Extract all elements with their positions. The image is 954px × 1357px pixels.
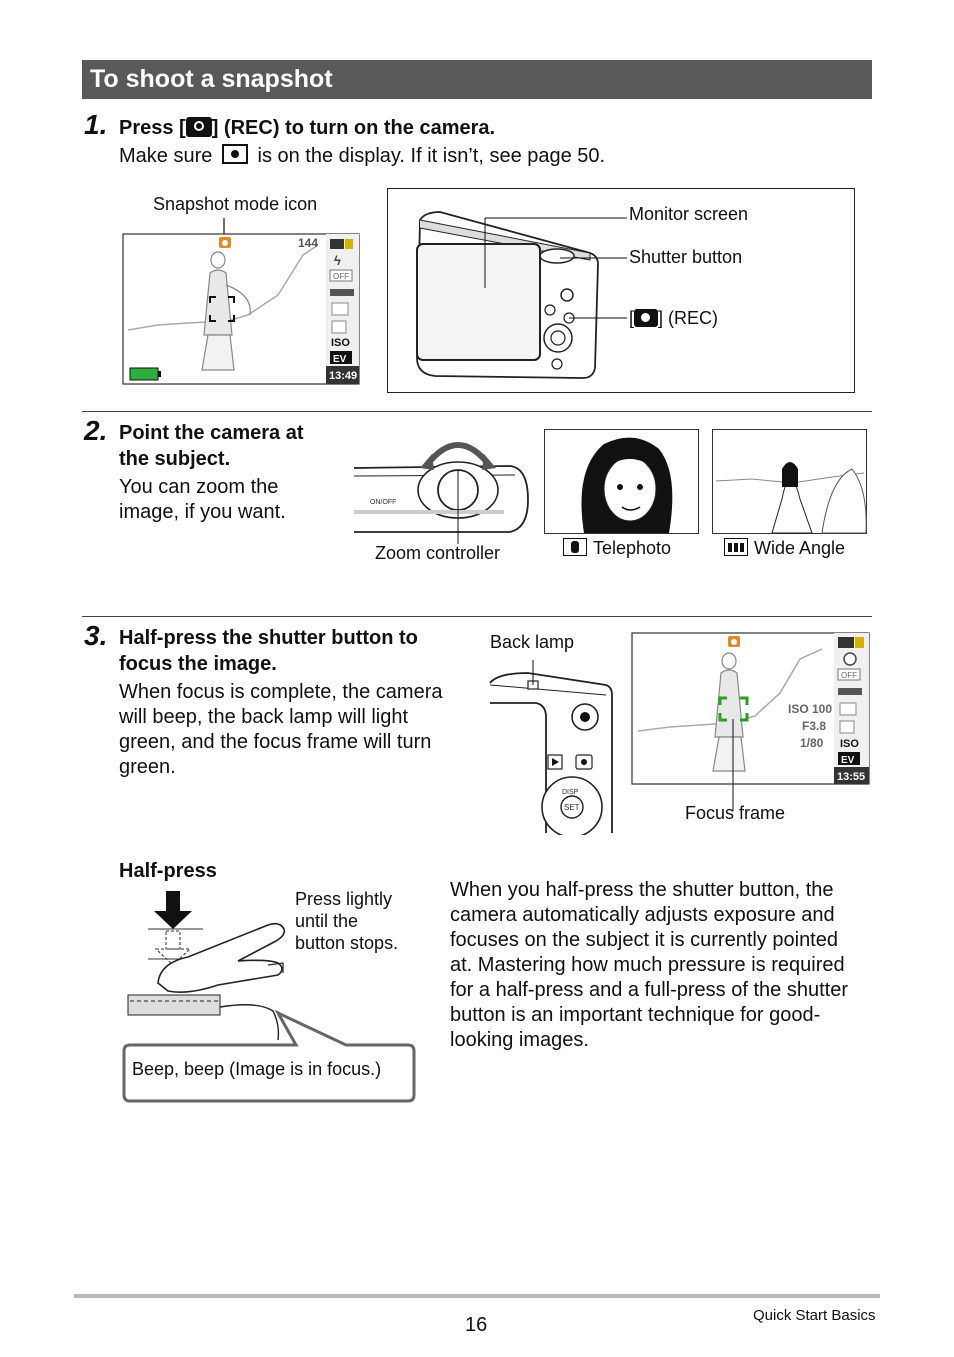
telephoto-text: Telephoto [593, 538, 672, 558]
half-press-para-line7: looking images. [450, 1029, 589, 1051]
label-shutter-button: Shutter button [629, 247, 743, 267]
page-number: 16 [465, 1314, 488, 1336]
footer-rule [74, 1294, 880, 1298]
half-press-para-line2: camera automatically adjusts exposure an… [450, 904, 835, 926]
step-3-lcd-screen: OFF ISO EV 13:55 ISO 100 F3.8 1/80 [631, 632, 870, 811]
snapshot-mode-icon [221, 144, 248, 164]
camera-rec-icon [185, 117, 212, 137]
step-2-heading-line1: Point the camera at [119, 422, 304, 444]
label-telephoto: Telephoto [563, 537, 671, 559]
shot-count: 144 [298, 236, 318, 250]
step-3-heading-line2: focus the image. [119, 653, 277, 675]
half-press-illustration [122, 891, 416, 1103]
label-rec-button: [ ] (REC) [629, 307, 718, 329]
svg-text:ϟ: ϟ [334, 253, 341, 268]
off-indicator-3: OFF [841, 671, 857, 680]
step-1-number: 1. [84, 109, 108, 140]
wide-angle-photo [712, 429, 867, 534]
rec-label-post: ] (REC) [658, 308, 719, 328]
shutter-speed-value: 1/80 [800, 736, 824, 750]
step-3-body-line2: will beep, the back lamp will light [119, 706, 409, 728]
disp-label: DISP [562, 789, 579, 796]
divider-1 [82, 411, 872, 412]
camera-back-illustration [416, 211, 627, 379]
speech-bubble-text: Beep, beep (Image is in focus.) [132, 1059, 382, 1079]
iso-indicator-3: ISO [840, 738, 859, 750]
wide-angle-text: Wide Angle [754, 538, 846, 558]
step-1-lcd-screen: 144 ϟ OFF ISO EV 13:49 [122, 218, 360, 385]
step-3-number: 3. [84, 620, 108, 651]
step-1-body-pre: Make sure [119, 145, 213, 167]
telephoto-photo [544, 429, 699, 534]
step-1-body: Make sure is on the display. If it isn’t… [119, 144, 605, 169]
half-press-title: Half-press [119, 860, 217, 882]
step-2-number: 2. [84, 415, 108, 446]
back-lamp-illustration: DISP SET [489, 660, 613, 835]
camera-back-figure-box [387, 188, 855, 393]
step-2-body-line2: image, if you want. [119, 501, 286, 523]
half-press-para-line3: focuses on the subject it is currently p… [450, 929, 838, 951]
step-3-body-line1: When focus is complete, the camera [119, 681, 443, 703]
half-press-para-line5: for a half-press and a full-press of the… [450, 979, 848, 1001]
section-title: To shoot a snapshot [90, 65, 333, 93]
step-3-heading-line1: Half-press the shutter button to [119, 627, 418, 649]
step-3-body-line3: green, and the focus frame will turn [119, 731, 432, 753]
wide-angle-icon [724, 538, 748, 556]
ev-indicator: EV [333, 354, 347, 365]
label-zoom-controller: Zoom controller [375, 543, 501, 563]
label-focus-frame: Focus frame [685, 803, 786, 823]
half-press-para-line1: When you half-press the shutter button, … [450, 879, 834, 901]
set-label: SET [564, 803, 580, 812]
half-press-para-line4: at. Mastering how much pressure is requi… [450, 954, 845, 976]
press-lightly-line2: until the [295, 911, 359, 931]
step-1-heading-pre: Press [ [119, 117, 186, 139]
rec-label-pre: [ [629, 308, 635, 328]
label-monitor-screen: Monitor screen [629, 204, 749, 224]
step-2-heading-line2: the subject. [119, 448, 231, 470]
onoff-label: ON/OFF [370, 499, 396, 506]
step-2-body-line1: You can zoom the [119, 476, 279, 498]
ev-indicator-3: EV [841, 755, 855, 766]
camera-icon [634, 309, 659, 327]
press-lightly-line3: button stops. [295, 933, 399, 953]
label-snapshot-mode-icon: Snapshot mode icon [153, 194, 318, 214]
divider-2 [82, 616, 872, 617]
aperture-value: F3.8 [802, 719, 826, 733]
telephoto-icon [563, 538, 587, 556]
iso-indicator: ISO [331, 337, 350, 349]
clock-time: 13:49 [329, 370, 357, 382]
zoom-controller-illustration: ON/OFF [353, 442, 529, 544]
clock-time-3: 13:55 [837, 771, 865, 783]
label-wide-angle: Wide Angle [724, 537, 845, 559]
iso-value: ISO 100 [788, 702, 832, 716]
press-lightly-line1: Press lightly [295, 889, 393, 909]
label-back-lamp: Back lamp [490, 632, 575, 652]
footer-section-name: Quick Start Basics [753, 1307, 876, 1324]
section-header-bar [82, 60, 872, 99]
off-indicator: OFF [333, 272, 349, 281]
step-1-heading: Press [ ] (REC) to turn on the camera. [119, 115, 495, 141]
half-press-para-line6: button is an important technique for goo… [450, 1004, 821, 1026]
step-3-body-line4: green. [119, 756, 176, 778]
step-1-heading-post: ] (REC) to turn on the camera. [211, 117, 496, 139]
step-1-body-post: is on the display. If it isn’t, see page… [257, 145, 606, 167]
